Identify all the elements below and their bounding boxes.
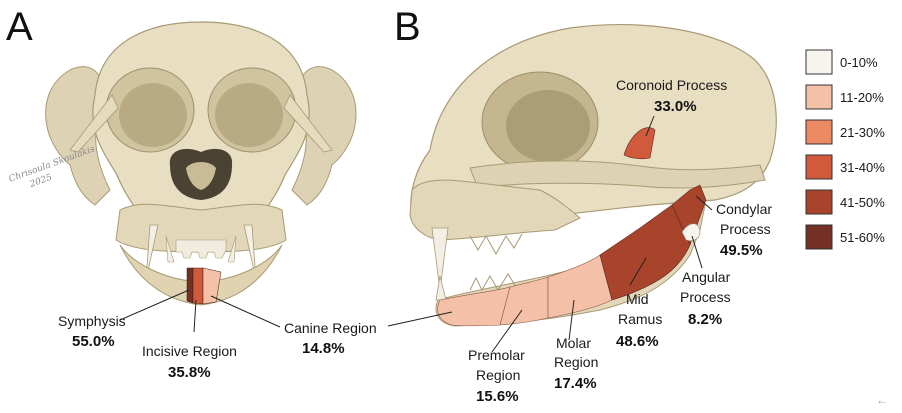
value-mid-ramus: 48.6%: [616, 333, 659, 350]
label-angular-2: Process: [680, 289, 731, 305]
label-symphysis: Symphysis: [58, 313, 126, 329]
value-molar: 17.4%: [554, 375, 597, 392]
lateral-skull-illustration: [409, 24, 777, 327]
value-condylar: 49.5%: [720, 242, 763, 259]
region-symphysis: [186, 267, 194, 304]
right-postorbital-process: [283, 94, 333, 153]
label-angular-1: Angular: [682, 269, 731, 285]
label-mid-ramus-2: Ramus: [618, 311, 662, 327]
leader-canine-lateral: [387, 311, 453, 327]
legend-label: 31-40%: [840, 160, 885, 175]
lateral-orbit-depth: [506, 90, 590, 162]
lateral-maxilla: [409, 179, 581, 241]
region-mid-ramus: [599, 204, 691, 301]
lateral-zygomatic-arch: [469, 160, 766, 189]
label-premolar-2: Region: [476, 367, 520, 383]
maxilla: [115, 203, 287, 253]
panel-b-letter: B: [394, 5, 421, 49]
value-incisive: 35.8%: [168, 364, 211, 381]
label-condylar-2: Process: [720, 221, 771, 237]
nasal-turbinates: [186, 162, 216, 190]
lateral-lower-canine: [435, 275, 447, 301]
back-arrow-icon[interactable]: ←: [876, 393, 888, 407]
leader-coronoid: [645, 115, 655, 137]
legend-swatch: [805, 119, 833, 145]
lateral-lower-teeth: [469, 273, 519, 292]
left-orbit-depth: [119, 83, 187, 147]
panel-b: B: [387, 5, 777, 405]
leader-angular: [691, 235, 703, 269]
legend-swatch: [805, 84, 833, 110]
legend: 0-10% 11-20% 21-30% 31-40% 41-50% 51-60%: [805, 49, 885, 250]
label-coronoid: Coronoid Process: [616, 77, 727, 93]
legend-label: 0-10%: [840, 55, 878, 70]
leader-incisive: [193, 299, 197, 333]
region-incisive: [192, 267, 204, 305]
label-mid-ramus-1: Mid: [626, 291, 649, 307]
label-molar-1: Molar: [556, 335, 591, 351]
leader-mid-ramus: [629, 257, 647, 286]
label-canine: Canine Region: [284, 320, 377, 336]
upper-incisors: [175, 239, 227, 259]
panel-a-letter: A: [6, 5, 33, 49]
label-incisive: Incisive Region: [142, 343, 237, 359]
mandible-frontal: [119, 244, 283, 306]
legend-swatch: [805, 189, 833, 215]
legend-swatch: [805, 154, 833, 180]
lateral-upper-premolars: [469, 233, 523, 256]
value-canine: 14.8%: [302, 340, 345, 357]
legend-label: 11-20%: [840, 90, 884, 105]
region-canine: [202, 267, 222, 305]
leader-condylar: [695, 195, 713, 211]
leader-premolar: [491, 309, 523, 353]
legend-swatch: [805, 224, 833, 250]
label-molar-2: Region: [554, 354, 598, 370]
label-condylar-1: Condylar: [716, 201, 772, 217]
leader-canine: [210, 295, 281, 328]
value-angular: 8.2%: [688, 311, 722, 328]
value-coronoid: 33.0%: [654, 98, 697, 115]
frontal-skull-illustration: [45, 21, 357, 306]
region-coronoid: [623, 127, 656, 160]
value-symphysis: 55.0%: [72, 333, 115, 350]
right-lower-canine: [227, 235, 237, 263]
value-premolar: 15.6%: [476, 388, 519, 405]
panel-a: A: [6, 5, 377, 381]
left-postorbital-process: [69, 94, 119, 153]
right-upper-canine: [243, 224, 257, 281]
region-premolar: [437, 286, 511, 327]
legend-swatch: [805, 49, 833, 75]
label-premolar-1: Premolar: [468, 347, 525, 363]
left-lower-canine: [165, 235, 175, 263]
legend-label: 41-50%: [840, 195, 885, 210]
region-angular: [681, 223, 701, 242]
right-orbit-depth: [215, 83, 283, 147]
leader-symphysis: [119, 289, 190, 321]
left-upper-canine: [145, 224, 159, 281]
lateral-upper-canine: [431, 227, 449, 291]
legend-label: 21-30%: [840, 125, 885, 140]
leader-molar: [568, 299, 575, 341]
legend-label: 51-60%: [840, 230, 885, 245]
